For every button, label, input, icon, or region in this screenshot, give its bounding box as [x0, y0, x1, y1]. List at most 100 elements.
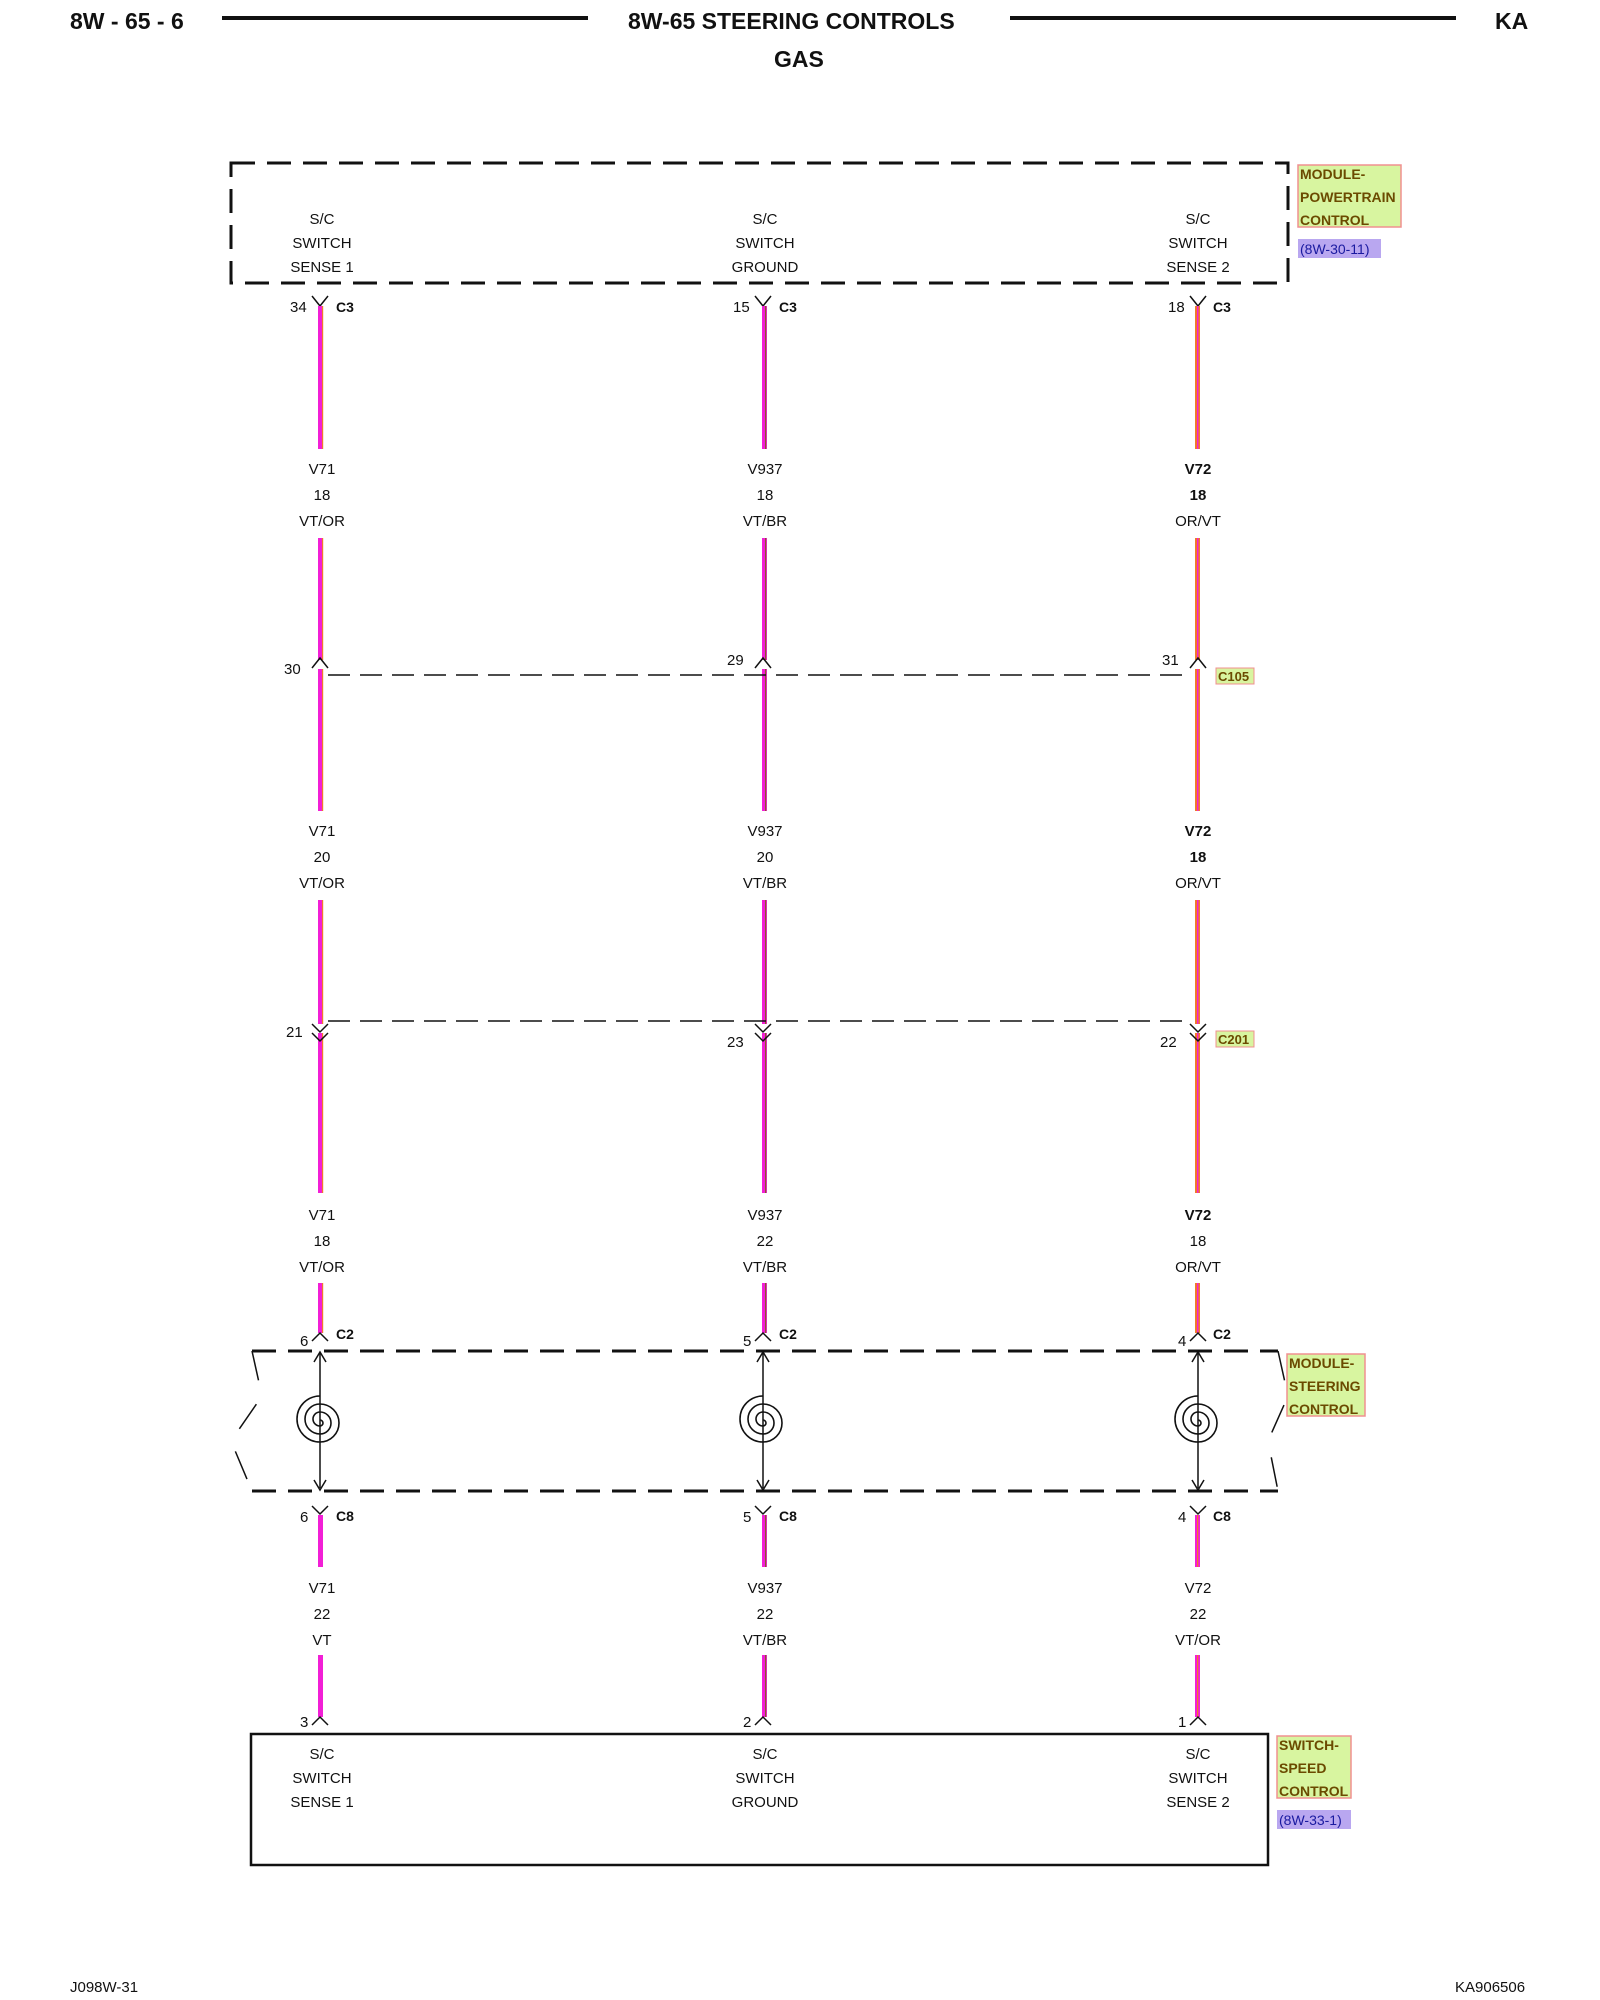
pcm-label-1-line3: SENSE 1 — [290, 259, 353, 276]
pcm-pin-symbol-2 — [754, 295, 772, 308]
switch-label-3-line3: SENSE 2 — [1166, 1794, 1229, 1811]
wire-v937-seg6-stripe — [765, 1283, 767, 1333]
wire-v72-seg8-stripe — [1197, 1655, 1199, 1717]
wire-v71-seg1[interactable] — [318, 306, 323, 449]
switch-pin-symbol-1 — [311, 1715, 329, 1726]
scm-top-connector-2: C2 — [779, 1326, 797, 1342]
pcm-label-3-line1: S/C — [1185, 211, 1210, 228]
wire-v937-seg2[interactable] — [762, 538, 767, 660]
c105-pin-2: 29 — [727, 652, 744, 669]
pcm-label-1-line1: S/C — [309, 211, 334, 228]
pcm-connector-1: C3 — [336, 299, 354, 315]
wire-v937-seg4[interactable] — [762, 900, 767, 1024]
wire-color: VT/BR — [743, 1632, 787, 1649]
wire-v71-seg7[interactable] — [318, 1515, 323, 1567]
wire-color: VT/OR — [299, 513, 345, 530]
switch-label-1-line3: SENSE 1 — [290, 1794, 353, 1811]
wire-color: VT/OR — [299, 1259, 345, 1276]
wire-v71-seg6[interactable] — [318, 1283, 323, 1333]
wire-circuit: V937 — [747, 461, 782, 478]
c201-pin-3: 22 — [1160, 1034, 1177, 1051]
wires — [318, 306, 1200, 1717]
wire-gauge: 22 — [314, 1606, 331, 1623]
wire-gauge: 18 — [314, 1233, 331, 1250]
scm-bottom-pin-1: 6 — [300, 1509, 308, 1526]
switch-pin-number-3: 1 — [1178, 1714, 1186, 1731]
switch-ref-link[interactable]: (8W-33-1) — [1279, 1812, 1342, 1828]
wire-v937-seg6[interactable] — [762, 1283, 767, 1333]
pcm-pin-labels: S/C SWITCH SENSE 1 S/C SWITCH GROUND S/C… — [290, 211, 1229, 276]
wire-circuit: V71 — [309, 823, 336, 840]
footer-left-code: J098W-31 — [70, 1979, 139, 1996]
wire-v937-seg3[interactable] — [762, 669, 767, 811]
scm-top-pin-3: 4 — [1178, 1333, 1186, 1350]
wire-v937-seg4-stripe — [765, 900, 767, 1024]
wire-v937-seg1[interactable] — [762, 306, 767, 449]
wire-v71-seg2[interactable] — [318, 538, 323, 660]
scm-pin-symbol-bottom-3 — [1189, 1505, 1207, 1516]
wire-circuit: V71 — [309, 1580, 336, 1597]
wire-gauge: 22 — [757, 1233, 774, 1250]
pcm-pin-number-1: 34 — [290, 299, 307, 316]
switch-name-line2: SPEED — [1279, 1760, 1326, 1776]
wire-v71-seg5[interactable] — [318, 1033, 323, 1193]
pcm-connector-2: C3 — [779, 299, 797, 315]
model-code: KA — [1495, 8, 1529, 34]
c105-pin-symbol-3 — [1189, 656, 1207, 669]
pcm-label-2-line1: S/C — [752, 211, 777, 228]
pcm-label-1-line2: SWITCH — [292, 235, 351, 252]
clockspring-arrow-up-3 — [1191, 1350, 1205, 1363]
scm-top-connector-1: C2 — [336, 1326, 354, 1342]
pcm-label-2-line2: SWITCH — [735, 235, 794, 252]
wire-v71-seg8[interactable] — [318, 1655, 323, 1717]
c201-pin-symbol-1 — [311, 1023, 329, 1034]
wire-circuit: V937 — [747, 823, 782, 840]
clockspring-arrow-up-2 — [756, 1350, 770, 1363]
clockspring-arrow-down-2 — [756, 1479, 770, 1492]
wire-v937-seg1-stripe — [765, 306, 767, 449]
wire-v72-seg3-stripe — [1197, 669, 1199, 811]
wire-v71-seg3-stripe — [322, 669, 324, 811]
wire-v71-seg4[interactable] — [318, 900, 323, 1024]
scm-name-line3: CONTROL — [1289, 1401, 1359, 1417]
footer-right-code: KA906506 — [1455, 1979, 1526, 1996]
header-rule-left — [222, 16, 588, 20]
wire-v937-seg7[interactable] — [762, 1515, 767, 1567]
wire-v937-seg5[interactable] — [762, 1033, 767, 1193]
wire-circuit: V937 — [747, 1580, 782, 1597]
wire-v937-seg8[interactable] — [762, 1655, 767, 1717]
wire-labels-block-4: V71 22 VT V937 22 VT/BR V72 22 VT/OR — [309, 1580, 1221, 1649]
pcm-pin-symbol-1 — [311, 295, 329, 308]
pcm-pin-number-2: 15 — [733, 299, 750, 316]
wire-v71-seg3[interactable] — [318, 669, 323, 811]
wire-color: VT — [312, 1632, 331, 1649]
wire-labels-block-2: V71 20 VT/OR V937 20 VT/BR V72 18 OR/VT — [299, 823, 1221, 892]
switch-label-2-line1: S/C — [752, 1746, 777, 1763]
wire-v72-seg7-stripe — [1197, 1515, 1199, 1567]
switch-pin-number-2: 2 — [743, 1714, 751, 1731]
scm-bottom-pin-3: 4 — [1178, 1509, 1186, 1526]
c105-pin-1: 30 — [284, 661, 301, 678]
clockspring-arrow-up-1 — [313, 1350, 327, 1363]
scm-bottom-connector-2: C8 — [779, 1508, 797, 1524]
c201-pin-2: 23 — [727, 1034, 744, 1051]
wire-v71-seg1-stripe — [322, 306, 324, 449]
scm-name-line1: MODULE- — [1289, 1355, 1355, 1371]
wire-circuit: V72 — [1185, 461, 1212, 478]
pcm-name-line2: POWERTRAIN — [1300, 189, 1396, 205]
pcm-ref-box — [1298, 239, 1381, 258]
wire-circuit: V72 — [1185, 1580, 1212, 1597]
c105-pin-3: 31 — [1162, 652, 1179, 669]
wire-v937-seg7-stripe — [765, 1515, 767, 1567]
steering-control-module: 6 C2 5 C2 4 C2 6 C8 5 — [230, 1326, 1366, 1526]
pcm-pin-number-3: 18 — [1168, 299, 1185, 316]
wire-color: VT/BR — [743, 513, 787, 530]
pcm-label-3-line2: SWITCH — [1168, 235, 1227, 252]
clockspring-coil-1 — [296, 1395, 340, 1443]
pcm-ref-link[interactable]: (8W-30-11) — [1300, 241, 1370, 257]
wire-color: OR/VT — [1175, 875, 1221, 892]
clockspring-arrow-down-3 — [1191, 1479, 1205, 1492]
speed-control-switch: 3 2 1 S/C SWITCH SENSE 1 S/C SWITCH GROU… — [249, 1714, 1352, 1867]
inline-connector-c201: 21 23 22 C201 — [286, 1020, 1255, 1051]
